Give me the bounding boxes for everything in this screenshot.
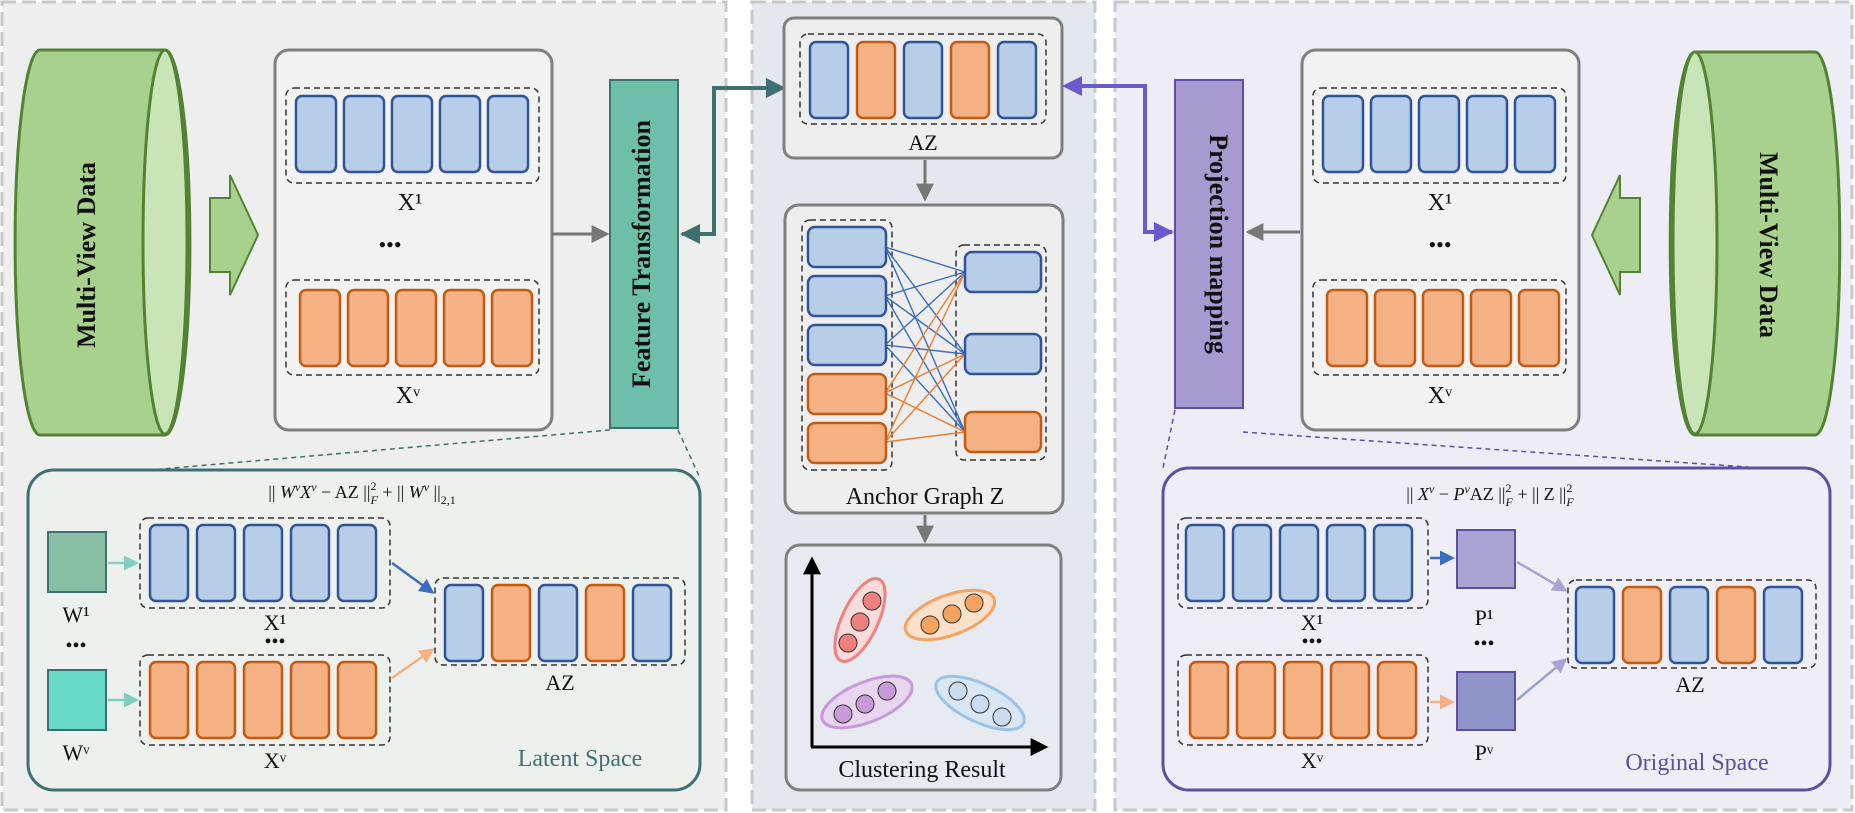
w1-matrix bbox=[47, 531, 107, 593]
original-view-1-bars bbox=[1184, 523, 1414, 603]
xv-label-original: Xᵛ bbox=[1301, 748, 1324, 773]
anchor-graph-edges bbox=[884, 246, 966, 443]
cluster-blue bbox=[934, 674, 1026, 732]
feature-transformation-block bbox=[609, 79, 679, 429]
p1-matrix bbox=[1456, 529, 1516, 589]
clustering-result-box bbox=[784, 543, 1063, 792]
x1-label-left: X¹ bbox=[398, 190, 423, 216]
pv-matrix bbox=[1456, 671, 1516, 731]
arrow-left-icon bbox=[1590, 174, 1641, 296]
latent-view-v-bars bbox=[148, 660, 378, 740]
anchor-graph-label: Anchor Graph Z bbox=[846, 484, 1005, 510]
view-1-feature-bars-left bbox=[294, 94, 530, 174]
clustering-result-label: Clustering Result bbox=[838, 757, 1006, 783]
az-label-center: AZ bbox=[908, 130, 937, 155]
original-az-bars bbox=[1574, 585, 1804, 665]
p1-label: P¹ bbox=[1475, 605, 1494, 630]
az-label-original: AZ bbox=[1675, 672, 1704, 697]
ellipsis-latent: ••• bbox=[264, 631, 285, 653]
xv-label-left: Xᵛ bbox=[396, 383, 421, 409]
cluster-orange bbox=[903, 588, 997, 642]
x1-label-right: X¹ bbox=[1428, 190, 1453, 216]
multi-view-data-cylinder-left: Multi-View Data bbox=[13, 48, 192, 437]
wv-matrix bbox=[47, 669, 107, 731]
projection-mapping-block bbox=[1174, 79, 1244, 409]
cluster-purple bbox=[820, 674, 914, 730]
latent-view-1-bars bbox=[148, 523, 378, 603]
data-label-left: Multi-View Data bbox=[72, 162, 101, 348]
view-1-feature-bars-right bbox=[1321, 94, 1557, 174]
projection-mapping-label: Projection mapping bbox=[1204, 134, 1233, 354]
ellipsis-p: ••• bbox=[1473, 633, 1494, 655]
data-label-right: Multi-View Data bbox=[1754, 152, 1783, 338]
anchor-graph-anchor-nodes bbox=[963, 250, 1043, 454]
view-v-feature-bars-left bbox=[298, 288, 534, 368]
wv-label: Wᵛ bbox=[62, 740, 90, 765]
x1-label-original: X¹ bbox=[1301, 610, 1323, 635]
x1-label-latent: X¹ bbox=[264, 610, 286, 635]
ellipsis-w: ••• bbox=[65, 635, 86, 657]
original-space-label: Original Space bbox=[1625, 750, 1768, 776]
w1-label: W¹ bbox=[62, 602, 89, 627]
ellipsis-left: ••• bbox=[378, 232, 401, 257]
xv-label-latent: Xᵛ bbox=[264, 748, 287, 773]
view-v-feature-bars-right bbox=[1325, 288, 1561, 368]
multi-view-data-cylinder-right: Multi-View Data bbox=[1668, 50, 1842, 437]
ellipsis-original: ••• bbox=[1301, 631, 1322, 653]
ellipsis-right: ••• bbox=[1428, 232, 1451, 257]
pv-label: Pᵛ bbox=[1475, 740, 1494, 765]
xv-label-right: Xᵛ bbox=[1428, 383, 1453, 409]
latent-az-bars bbox=[443, 583, 673, 663]
anchor-graph-sample-nodes bbox=[806, 225, 888, 465]
original-view-v-bars bbox=[1188, 660, 1418, 740]
az-bars-center bbox=[808, 40, 1038, 120]
az-label-latent: AZ bbox=[545, 670, 574, 695]
feature-transformation-label: Feature Transformation bbox=[627, 120, 656, 388]
cluster-red bbox=[833, 577, 887, 663]
arrow-right-icon bbox=[209, 174, 260, 296]
latent-space-label: Latent Space bbox=[518, 746, 643, 772]
